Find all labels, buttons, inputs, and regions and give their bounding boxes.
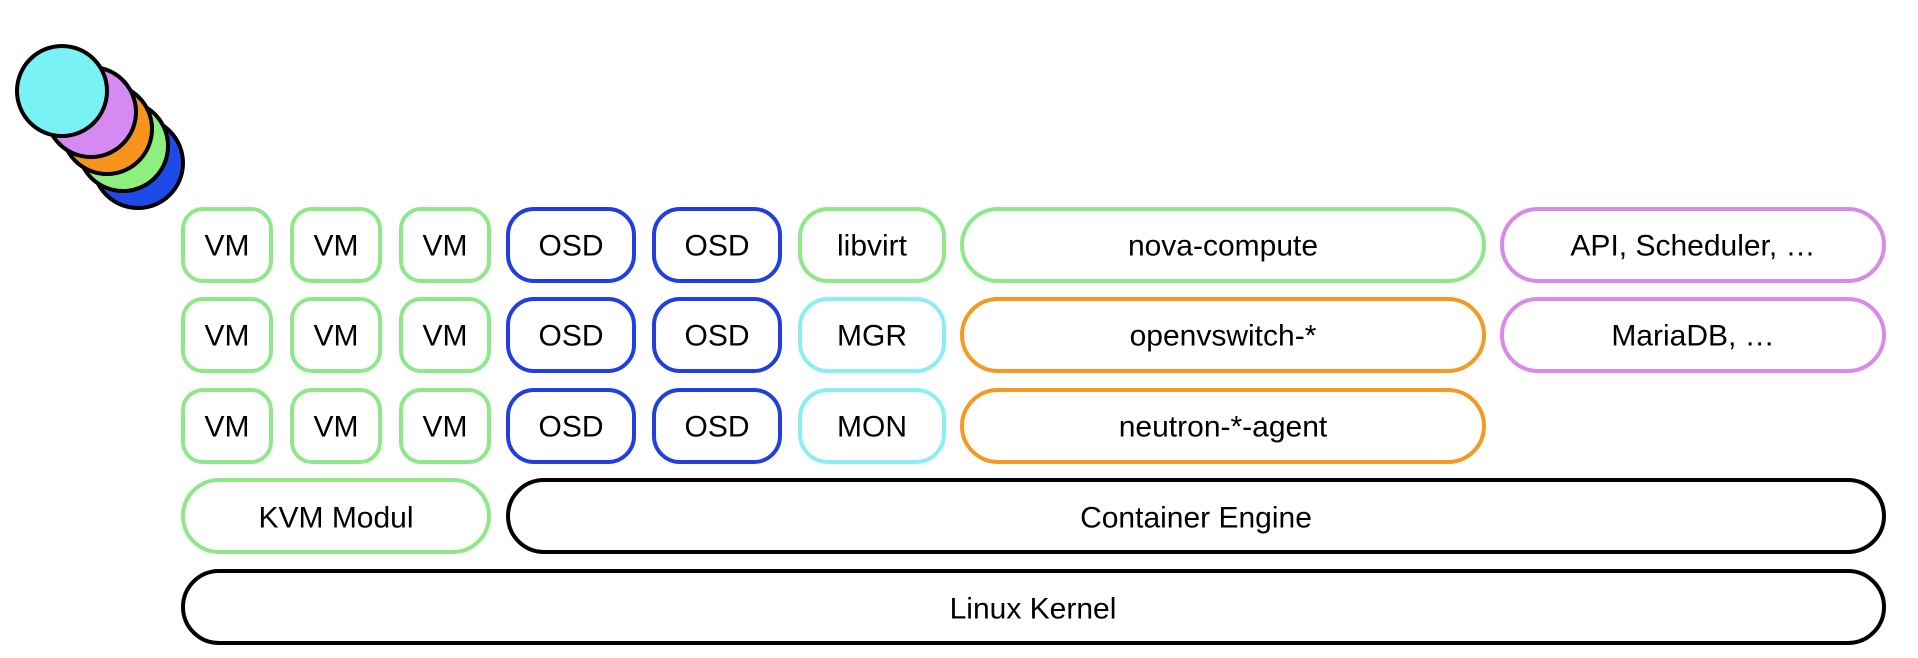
- vm-box-3-3: [399, 388, 491, 464]
- osd-box-1-2: [652, 207, 782, 283]
- base-layer-labels: KVM Modul Container Engine Linux Kernel: [258, 502, 1311, 626]
- vm-box-1-1: [181, 207, 273, 283]
- nova-compute-box: [960, 207, 1486, 283]
- linux-kernel-label: Linux Kernel: [950, 593, 1117, 626]
- mariadb-label: MariaDB, …: [1611, 320, 1774, 353]
- vm-label-2-1: VM: [205, 320, 250, 353]
- vm-label-2-2: VM: [314, 320, 359, 353]
- mon-label: MON: [837, 411, 907, 444]
- vm-box-3-1: [181, 388, 273, 464]
- osd-label-1-2: OSD: [684, 230, 749, 263]
- vm-labels: VM VM VM VM VM VM VM VM VM: [205, 230, 468, 444]
- osd-label-2-2: OSD: [684, 320, 749, 353]
- vm-label-3-2: VM: [314, 411, 359, 444]
- nova-compute-label: nova-compute: [1128, 230, 1318, 263]
- osd-grid: [506, 207, 782, 464]
- osd-box-2-1: [506, 297, 636, 373]
- vm-box-1-2: [290, 207, 382, 283]
- kvm-module-label: KVM Modul: [258, 502, 413, 535]
- vm-box-2-3: [399, 297, 491, 373]
- vm-label-1-2: VM: [314, 230, 359, 263]
- linux-kernel-box: [181, 569, 1886, 645]
- openstack-service-labels: nova-compute openvswitch-* neutron-*-age…: [1119, 230, 1328, 444]
- container-engine-box: [506, 478, 1886, 554]
- vm-label-3-1: VM: [205, 411, 250, 444]
- osd-label-2-1: OSD: [538, 320, 603, 353]
- kvm-module-box: [181, 478, 491, 554]
- base-layers: [181, 478, 1886, 645]
- control-service-labels: API, Scheduler, … MariaDB, …: [1570, 230, 1815, 353]
- osd-box-3-1: [506, 388, 636, 464]
- service-column-labels: libvirt MGR MON: [837, 230, 908, 444]
- api-scheduler-box: [1500, 207, 1886, 283]
- neutron-agent-box: [960, 388, 1486, 464]
- openvswitch-box: [960, 297, 1486, 373]
- vm-label-1-1: VM: [205, 230, 250, 263]
- service-column: [798, 207, 946, 464]
- mgr-label: MGR: [837, 320, 907, 353]
- osd-label-3-1: OSD: [538, 411, 603, 444]
- control-services: [1500, 207, 1886, 373]
- osd-box-2-2: [652, 297, 782, 373]
- osd-box-1-1: [506, 207, 636, 283]
- libvirt-box: [798, 207, 946, 283]
- osd-box-3-2: [652, 388, 782, 464]
- vm-box-2-2: [290, 297, 382, 373]
- vm-box-2-1: [181, 297, 273, 373]
- openstack-services: [960, 207, 1486, 464]
- openvswitch-label: openvswitch-*: [1130, 320, 1317, 353]
- vm-label-2-3: VM: [423, 320, 468, 353]
- vm-box-3-2: [290, 388, 382, 464]
- api-scheduler-label: API, Scheduler, …: [1570, 230, 1815, 263]
- osd-label-1-1: OSD: [538, 230, 603, 263]
- mariadb-box: [1500, 297, 1886, 373]
- neutron-agent-label: neutron-*-agent: [1119, 411, 1328, 444]
- disk-cyan: [15, 44, 109, 138]
- mgr-box: [798, 297, 946, 373]
- vm-label-1-3: VM: [423, 230, 468, 263]
- mon-box: [798, 388, 946, 464]
- osd-label-3-2: OSD: [684, 411, 749, 444]
- libvirt-label: libvirt: [837, 230, 908, 263]
- stacked-disks-icon: [15, 44, 185, 210]
- container-engine-label: Container Engine: [1080, 502, 1312, 535]
- vm-label-3-3: VM: [423, 411, 468, 444]
- osd-labels: OSD OSD OSD OSD OSD OSD: [538, 230, 749, 444]
- vm-box-1-3: [399, 207, 491, 283]
- vm-grid: [181, 207, 491, 464]
